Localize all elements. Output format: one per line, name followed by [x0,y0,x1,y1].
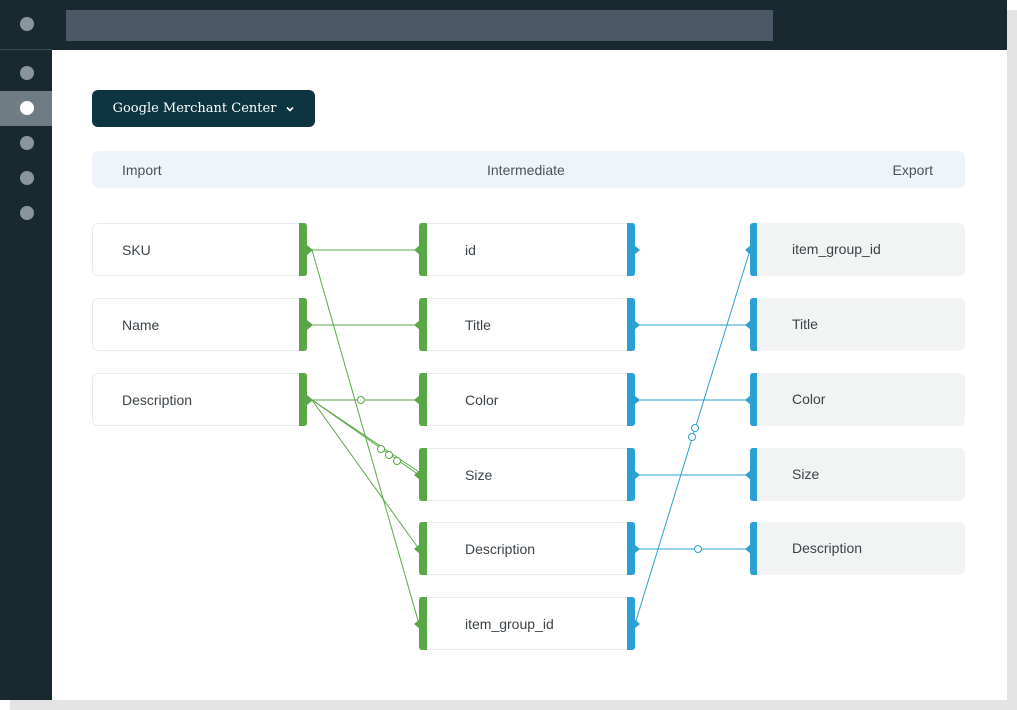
arrow-icon [307,395,313,405]
export-field-label: Size [792,466,820,482]
source-dropdown-label: Google Merchant Center [112,101,277,116]
import-field-label: SKU [122,242,151,258]
sidebar-nav-item-1[interactable] [20,66,34,80]
column-header-import: Import [122,162,162,178]
export-field-card[interactable]: Color [750,373,965,426]
source-dropdown[interactable]: Google Merchant Center [92,90,315,127]
intermediate-field-label: Title [465,317,491,333]
link-sku-item-group-id[interactable] [311,249,420,625]
address-bar[interactable] [66,10,773,41]
import-connector-handle[interactable] [299,223,307,276]
export-field-card[interactable]: Size [750,448,965,501]
app-window: Google Merchant Center Import Intermedia… [0,0,1007,700]
transform-node-icon[interactable] [393,457,401,465]
arrow-icon [307,320,313,330]
sidebar-logo-icon[interactable] [20,17,34,31]
intermediate-field-label: Color [465,392,499,408]
import-connector-handle[interactable] [299,373,307,426]
import-field-card[interactable]: Description [92,373,307,426]
intermediate-input-handle[interactable] [419,373,427,426]
export-connector-handle[interactable] [750,373,757,426]
intermediate-field-label: id [465,242,476,258]
window-shadow [1007,10,1017,710]
column-header-export: Export [892,162,933,178]
intermediate-output-handle[interactable] [627,448,635,501]
sidebar-divider [0,49,52,50]
intermediate-field-card[interactable]: Color [419,373,635,426]
export-field-label: item_group_id [792,241,881,257]
sidebar-nav-item-3[interactable] [20,136,34,150]
transform-node-icon[interactable] [385,451,393,459]
import-field-label: Name [122,317,160,333]
link-description-description[interactable] [311,399,420,550]
import-field-card[interactable]: Name [92,298,307,351]
import-connector-handle[interactable] [299,298,307,351]
link-description-size[interactable] [311,399,420,476]
intermediate-input-handle[interactable] [419,298,427,351]
intermediate-field-label: Description [465,541,536,557]
sidebar-nav-item-4[interactable] [20,171,34,185]
intermediate-field-label: Size [465,467,493,483]
arrow-icon [307,245,313,255]
export-field-label: Title [792,316,818,332]
intermediate-output-handle[interactable] [627,522,635,575]
link-description-size-alt[interactable] [311,399,420,473]
window-shadow [10,700,1017,710]
export-connector-handle[interactable] [750,298,757,351]
transform-node-icon[interactable] [691,424,699,432]
intermediate-field-card[interactable]: id [419,223,635,276]
export-field-card[interactable]: Title [750,298,965,351]
intermediate-field-card[interactable]: Description [419,522,635,575]
import-field-card[interactable]: SKU [92,223,307,276]
transform-node-icon[interactable] [694,545,702,553]
intermediate-output-handle[interactable] [627,597,635,650]
transform-node-icon[interactable] [377,445,385,453]
sidebar-nav-item-5[interactable] [20,206,34,220]
transform-node-icon[interactable] [688,433,696,441]
export-connector-handle[interactable] [750,522,757,575]
export-field-card[interactable]: item_group_id [750,223,965,276]
intermediate-field-card[interactable]: Title [419,298,635,351]
link-item-group-id-export[interactable] [634,249,751,625]
export-field-card[interactable]: Description [750,522,965,575]
sidebar [0,0,52,700]
intermediate-field-card[interactable]: Size [419,448,635,501]
export-connector-handle[interactable] [750,448,757,501]
sidebar-nav-item-2[interactable] [20,101,34,115]
export-field-label: Color [792,391,826,407]
intermediate-output-handle[interactable] [627,223,635,276]
column-header-intermediate: Intermediate [487,162,565,178]
transform-node-icon[interactable] [357,396,365,404]
column-header-row: Import Intermediate Export [92,151,965,188]
export-connector-handle[interactable] [750,223,757,276]
intermediate-output-handle[interactable] [627,298,635,351]
intermediate-input-handle[interactable] [419,223,427,276]
intermediate-field-card[interactable]: item_group_id [419,597,635,650]
chevron-down-icon [286,106,294,112]
intermediate-input-handle[interactable] [419,522,427,575]
import-field-label: Description [122,392,193,408]
intermediate-input-handle[interactable] [419,597,427,650]
intermediate-input-handle[interactable] [419,448,427,501]
intermediate-field-label: item_group_id [465,616,554,632]
intermediate-output-handle[interactable] [627,373,635,426]
export-field-label: Description [792,540,863,556]
